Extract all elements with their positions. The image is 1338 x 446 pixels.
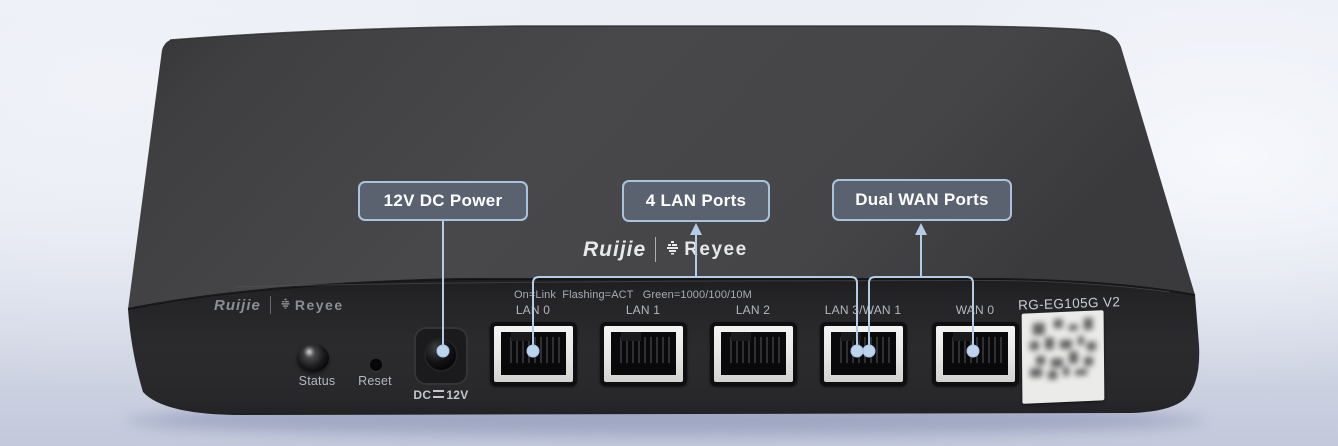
qr-code-sticker: [1021, 310, 1105, 404]
port-lan0[interactable]: [490, 322, 577, 386]
qr-code-blurred: [1029, 317, 1096, 380]
reyee-bird-icon: [665, 240, 680, 260]
dc-prefix: DC: [413, 388, 432, 402]
rj45-notch: [621, 332, 641, 341]
port-lan2[interactable]: [710, 322, 797, 386]
rj45-notch: [511, 332, 531, 341]
reyee-wordmark: Reyee: [684, 238, 748, 260]
dc-12v-label: DC 12V: [404, 388, 478, 402]
brand-divider: [269, 296, 271, 314]
status-label: Status: [298, 374, 336, 388]
rj45-notch: [953, 332, 973, 341]
port-lan1[interactable]: [600, 322, 687, 386]
rj45-cavity: [943, 332, 1008, 375]
rj45-faceplate: [604, 326, 683, 382]
rj45-cavity: [611, 332, 676, 375]
callout-lan-ports: 4 LAN Ports: [622, 180, 770, 222]
rj45-cavity: [721, 332, 786, 375]
dc-power-jack[interactable]: [414, 327, 468, 385]
status-led: [297, 344, 329, 372]
dc-pin: [424, 338, 458, 372]
port-lan3-wan1[interactable]: [820, 322, 907, 386]
reset-label: Reset: [358, 374, 392, 388]
rj45-faceplate: [824, 326, 903, 382]
reset-button[interactable]: [370, 359, 382, 371]
callout-wan-ports: Dual WAN Ports: [832, 179, 1012, 221]
dc-symbol-icon: [433, 390, 445, 398]
ruijie-reyee-logo-front: Ruijie Reyee: [214, 295, 344, 315]
rj45-faceplate: [936, 326, 1015, 382]
reyee-wordmark: Reyee: [294, 297, 344, 313]
rj45-faceplate: [714, 326, 793, 382]
ruijie-wordmark: Ruijie: [583, 237, 647, 261]
reyee-bird-icon: [280, 296, 291, 314]
rj45-faceplate: [494, 326, 573, 382]
ruijie-wordmark: Ruijie: [214, 296, 261, 314]
port-led-legend: On=Link Flashing=ACT Green=1000/100/10M: [514, 289, 752, 301]
dc-suffix: 12V: [446, 388, 469, 402]
rj45-notch: [841, 332, 861, 341]
brand-divider: [655, 237, 657, 262]
device-seam: [127, 278, 1196, 310]
port-wan0[interactable]: [932, 322, 1019, 386]
callout-dc-power: 12V DC Power: [358, 181, 528, 221]
ruijie-reyee-logo-top: Ruijie Reyee: [583, 236, 748, 263]
rj45-cavity: [501, 332, 566, 375]
port-label-lan3-wan1: LAN 3/WAN 1: [824, 303, 902, 317]
rj45-notch: [731, 332, 751, 341]
rj45-cavity: [831, 332, 896, 375]
device-top-surface: [128, 26, 1195, 309]
